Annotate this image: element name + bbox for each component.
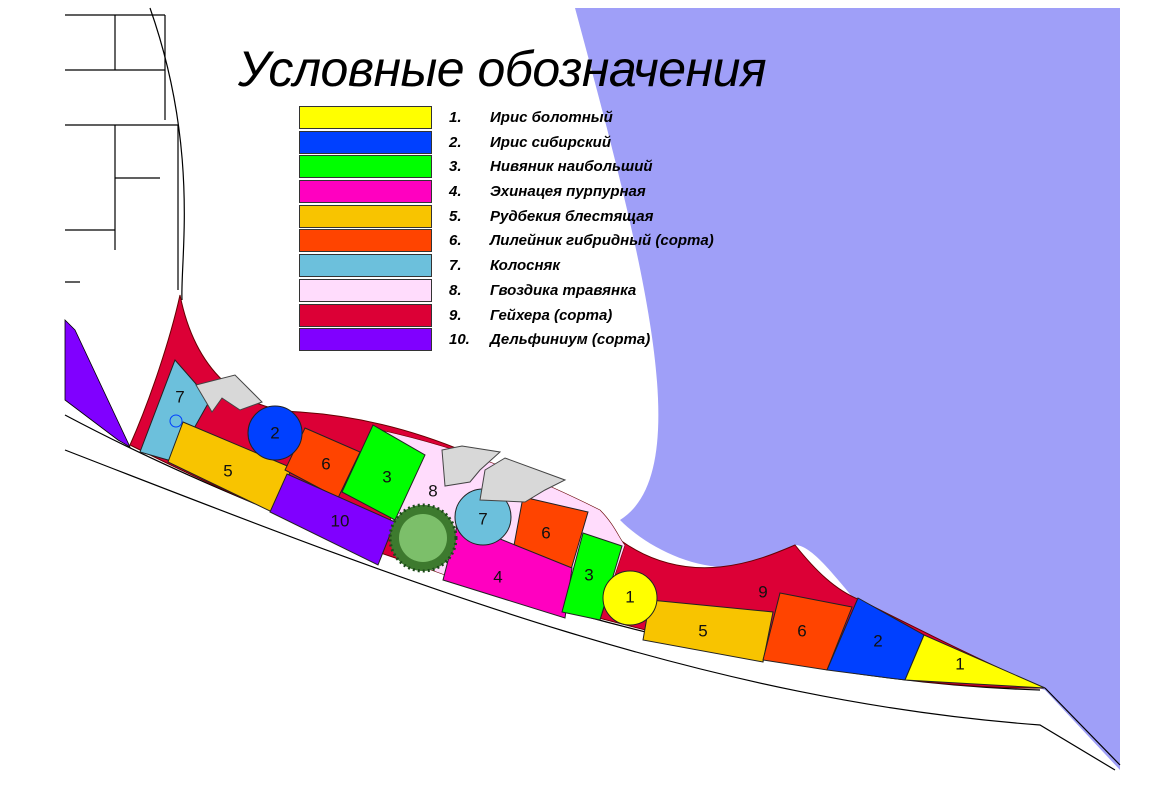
bed-4 bbox=[442, 521, 573, 619]
label-1: 1 bbox=[955, 654, 964, 673]
legend-swatch bbox=[299, 229, 432, 253]
legend-number: 7. bbox=[449, 257, 462, 275]
bed-3-left bbox=[341, 424, 426, 521]
label-6: 6 bbox=[541, 523, 550, 542]
bed-1-right bbox=[904, 634, 1046, 689]
legend-swatch bbox=[299, 180, 432, 204]
legend-swatch bbox=[299, 106, 432, 129]
label-1: 1 bbox=[625, 587, 634, 606]
legend-number: 6. bbox=[449, 232, 462, 250]
label-4: 4 bbox=[493, 567, 502, 586]
legend-swatch bbox=[299, 254, 432, 278]
legend-number: 3. bbox=[449, 158, 462, 176]
legend-label: Гейхера (сорта) bbox=[490, 306, 613, 324]
bed-2-circle bbox=[247, 405, 303, 461]
legend-number: 5. bbox=[449, 207, 462, 225]
legend-label: Ирис болотный bbox=[490, 109, 613, 126]
legend-title: Условные обозначения bbox=[238, 41, 767, 97]
legend-swatch bbox=[299, 130, 432, 154]
legend-label: Гвоздика травянка bbox=[490, 281, 637, 299]
label-6: 6 bbox=[797, 621, 806, 640]
bench-icons bbox=[195, 374, 567, 503]
legend-swatch bbox=[299, 303, 432, 327]
label-3: 3 bbox=[382, 467, 391, 486]
label-6: 6 bbox=[321, 454, 330, 473]
label-2: 2 bbox=[873, 631, 882, 650]
label-7: 7 bbox=[175, 387, 184, 406]
legend-number: 10. bbox=[449, 331, 470, 349]
label-7: 7 bbox=[478, 509, 487, 528]
bed-delphinium-strip bbox=[64, 319, 131, 448]
legend-number: 2. bbox=[449, 133, 462, 151]
legend-label: Лилейник гибридный (сорта) bbox=[490, 232, 714, 250]
legend-swatch bbox=[299, 328, 432, 352]
legend-number: 1. bbox=[449, 109, 462, 126]
legend-swatch bbox=[299, 278, 432, 302]
pond bbox=[575, 8, 1120, 770]
bed-1-circle bbox=[602, 570, 658, 626]
bed-10 bbox=[269, 473, 396, 566]
legend-label: Эхинацея пурпурная bbox=[490, 183, 646, 201]
shrub-icon bbox=[388, 503, 458, 573]
label-5: 5 bbox=[698, 621, 707, 640]
label-2: 2 bbox=[270, 423, 279, 442]
label-10: 10 bbox=[331, 511, 350, 530]
small-marker-icon bbox=[169, 414, 183, 428]
bed-5-right bbox=[642, 599, 774, 663]
legend-number: 8. bbox=[449, 281, 462, 299]
legend-swatch bbox=[299, 155, 432, 179]
legend-label: Рудбекия блестящая bbox=[490, 207, 654, 225]
label-5: 5 bbox=[223, 461, 232, 480]
legend-label: Ирис сибирский bbox=[490, 133, 612, 151]
legend-number: 9. bbox=[449, 306, 462, 324]
label-3: 3 bbox=[584, 565, 593, 584]
bed-3-mid bbox=[561, 532, 623, 621]
legend-swatch bbox=[299, 204, 432, 228]
legend-number: 4. bbox=[449, 183, 462, 201]
legend-label: Колосняк bbox=[490, 257, 560, 275]
label-9: 9 bbox=[758, 582, 767, 601]
label-8: 8 bbox=[428, 481, 437, 500]
legend-label: Дельфиниум (сорта) bbox=[490, 331, 651, 349]
legend-label: Нивяник наибольший bbox=[490, 158, 653, 176]
